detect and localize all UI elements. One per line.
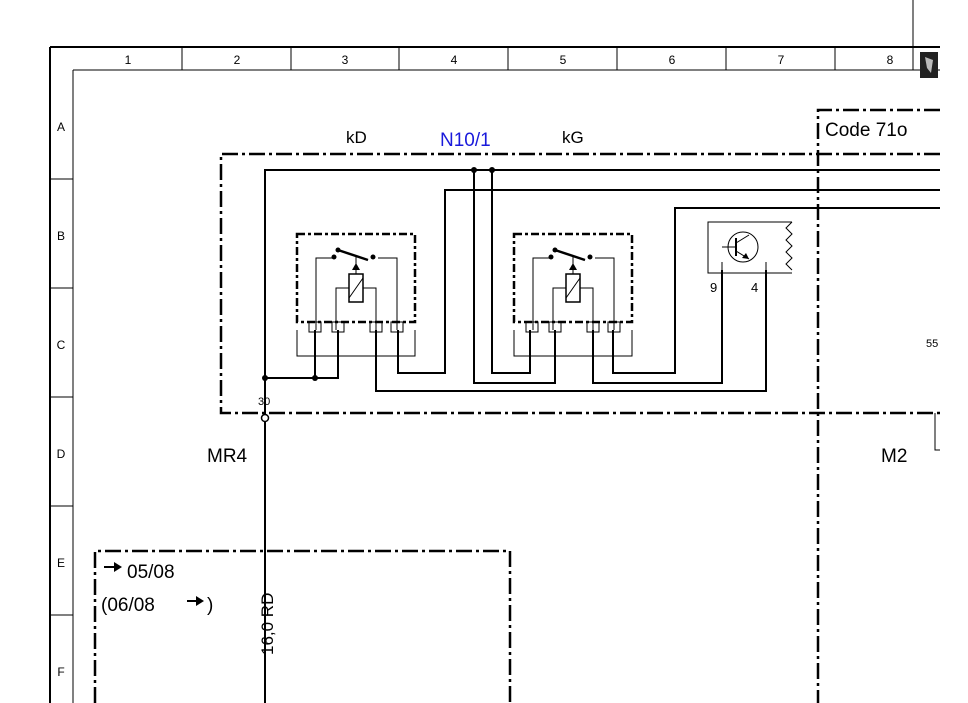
transistor-sensor: [707, 221, 793, 274]
mr4-label: MR4: [207, 446, 248, 467]
row-letter: A: [57, 120, 65, 134]
code-box-label: Code 71o: [825, 120, 907, 141]
column-ruler: 1 2 3 4 5 6 7 8: [125, 47, 894, 70]
column-number: 5: [560, 53, 567, 67]
column-number: 7: [778, 53, 785, 67]
bus-wires: [264, 167, 940, 384]
column-number: 8: [887, 53, 894, 67]
row-letter: D: [57, 447, 66, 461]
row-letter: C: [57, 338, 66, 352]
m2-label: M2: [881, 446, 907, 467]
m2-leader: [934, 413, 940, 451]
column-number: 4: [451, 53, 458, 67]
wire-label: 16,0 RD: [258, 593, 277, 655]
row-letter: E: [57, 556, 65, 570]
row-letter: B: [57, 229, 65, 243]
relay-kg-pins: [525, 321, 621, 333]
version-box: [93, 549, 512, 703]
column-number: 3: [342, 53, 349, 67]
document-badge-icon: [920, 52, 938, 78]
pin-9-label: 9: [710, 280, 717, 295]
date-range-close: ): [207, 595, 213, 616]
column-number: 1: [125, 53, 132, 67]
relay-kg: [512, 232, 723, 384]
module-box: [219, 152, 940, 415]
column-number: 6: [669, 53, 676, 67]
pin-4-label: 4: [751, 280, 758, 295]
frame: [49, 0, 940, 703]
pin-55-label: 55: [926, 338, 938, 350]
arrow-right-icon: [187, 596, 204, 606]
column-number: 2: [234, 53, 241, 67]
arrow-right-icon: [104, 562, 122, 572]
terminal-30-label: 30: [258, 396, 270, 408]
relay-right-label: kG: [562, 128, 584, 147]
module-label: N10/1: [440, 130, 491, 151]
relay-left-label: kD: [346, 128, 367, 147]
terminal-30-wiring: [260, 330, 339, 703]
relay-kd: [295, 232, 767, 392]
date-from-label: 05/08: [127, 562, 175, 583]
date-range-label: (06/08: [101, 595, 155, 616]
code-box: [816, 108, 940, 703]
row-ruler: A B C D E F: [50, 120, 73, 679]
row-letter: F: [57, 665, 64, 679]
relay-kd-pins: [308, 321, 404, 333]
